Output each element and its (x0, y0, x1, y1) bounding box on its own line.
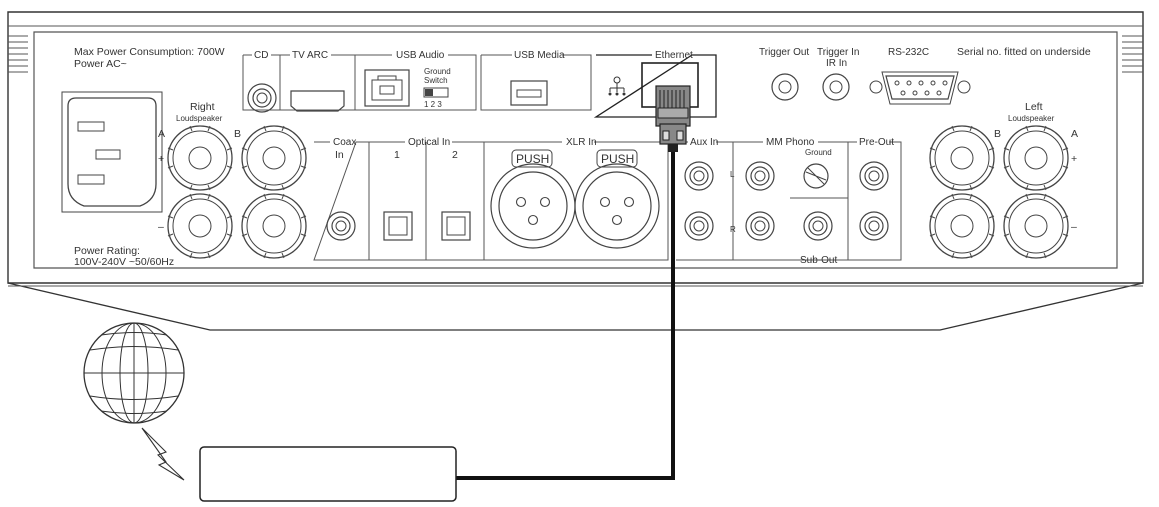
right-speaker-sub: Loudspeaker (176, 114, 223, 123)
speaker-terminals-left: Left Loudspeaker B A + – (929, 101, 1078, 259)
router-box (199, 446, 457, 502)
ground-switch-positions: 1 2 3 (424, 100, 442, 109)
power-ac-label: Power AC~ (74, 58, 127, 70)
globe-icon (83, 322, 185, 424)
ethernet-cable (455, 152, 675, 480)
power-rating-values: 100V-240V ~50/60Hz (74, 256, 174, 268)
hdmi-port-icon (290, 90, 345, 112)
rs232-label: RS-232C (888, 47, 929, 58)
left-speaker-minus: – (1071, 221, 1077, 233)
amplifier-chassis (7, 11, 1144, 331)
ground-switch-label-2: Switch (424, 76, 448, 85)
left-speaker-sub: Loudspeaker (1008, 114, 1055, 123)
control-ports: Trigger Out Trigger In IR In RS-232C (759, 47, 971, 105)
bottom-input-group: Coax In Optical In 1 2 XLR In PUSH PUSH … (313, 137, 902, 266)
left-speaker-a: A (1071, 128, 1078, 140)
right-speaker-plus: + (158, 153, 164, 165)
optical-in-label: Optical In (408, 137, 450, 148)
ir-in-label: IR In (826, 58, 847, 69)
coax-in-label: In (335, 149, 344, 161)
channel-r-label: R (730, 225, 736, 234)
trigger-out-jack[interactable] (771, 73, 799, 101)
optical-2-label: 2 (452, 149, 458, 161)
power-rating-label: Power Rating: (74, 245, 140, 257)
ground-switch-label-1: Ground (424, 67, 451, 76)
channel-l-label: L (730, 170, 735, 179)
usb-a-port-icon (510, 80, 548, 106)
ground-switch[interactable] (423, 87, 449, 98)
xlr-push-left: PUSH (516, 152, 549, 166)
right-speaker-a: A (158, 128, 165, 140)
trigger-in-label: Trigger In (817, 47, 859, 58)
left-speaker-title: Left (1025, 101, 1043, 113)
db9-connector-icon[interactable] (869, 71, 971, 105)
max-power-label: Max Power Consumption: 700W (74, 46, 225, 58)
coax-label: Coax (333, 137, 356, 148)
right-speaker-b: B (234, 128, 241, 140)
rj45-plug-icon (655, 85, 691, 152)
ethernet-label: Ethernet (655, 50, 693, 61)
trigger-out-label: Trigger Out (759, 47, 809, 58)
ground-post-icon (803, 163, 829, 189)
right-speaker-minus: – (158, 221, 164, 233)
usb-b-port-icon (364, 69, 410, 107)
ground-label: Ground (805, 148, 832, 157)
aux-in-label: Aux In (690, 137, 718, 148)
serial-note: Serial no. fitted on underside (957, 46, 1091, 58)
optical-port-icon (383, 211, 471, 241)
xlr-in-label: XLR In (566, 137, 597, 148)
mm-phono-label: MM Phono (766, 137, 815, 148)
sub-out-label: Sub-Out (800, 255, 837, 266)
speaker-terminals-right: Right Loudspeaker A B + – (158, 101, 307, 259)
xlr-push-right: PUSH (601, 152, 634, 166)
pre-out-label: Pre-Out (859, 137, 894, 148)
left-speaker-b: B (994, 128, 1001, 140)
usb-media-label: USB Media (514, 50, 565, 61)
network-icon (608, 76, 626, 96)
usb-audio-label: USB Audio (396, 50, 445, 61)
left-speaker-plus: + (1071, 153, 1077, 165)
top-input-group: CD TV ARC USB Audio Ground Switch 1 2 3 … (242, 50, 717, 118)
tv-arc-label: TV ARC (292, 50, 328, 61)
optical-1-label: 1 (394, 149, 400, 161)
trigger-in-jack[interactable] (822, 73, 850, 101)
right-speaker-title: Right (190, 101, 215, 113)
lightning-icon (141, 427, 185, 481)
iec-power-socket (61, 91, 163, 213)
cd-label: CD (254, 50, 268, 61)
